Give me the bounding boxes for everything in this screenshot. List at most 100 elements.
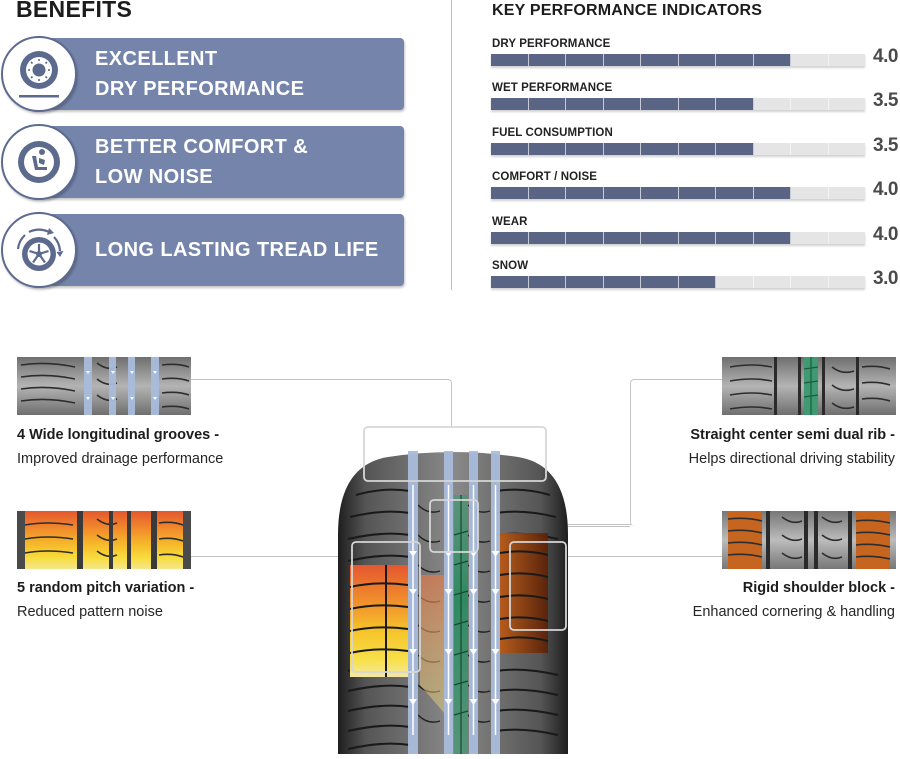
rotating-wheel-icon (16, 228, 64, 271)
kpi-segment-filled (528, 98, 566, 110)
benefit-panel (30, 214, 404, 286)
kpi-segment-filled (716, 98, 754, 110)
kpi-segment-filled (528, 276, 566, 288)
benefit-badge (1, 36, 77, 112)
kpi-segment-filled (566, 54, 604, 66)
kpi-heading: KEY PERFORMANCE INDICATORS (492, 2, 763, 19)
kpi-segment-empty (791, 54, 829, 66)
kpi-segment-filled (716, 54, 754, 66)
shoulder-highlight-box (509, 541, 567, 631)
benefit-label-line1: BETTER COMFORT & (95, 136, 309, 158)
grooves-highlight-box (363, 426, 547, 482)
kpi-segment-empty (828, 187, 865, 199)
kpi-label: WET PERFORMANCE (492, 82, 613, 94)
shoulder-feature-title: Rigid shoulder block - (742, 580, 895, 596)
kpi-segment-filled (566, 98, 604, 110)
kpi-segment-empty (791, 276, 829, 288)
rib-feature-title: Straight center semi dual rib - (690, 427, 895, 443)
kpi-segment-filled (491, 54, 529, 66)
kpi-row: FUEL CONSUMPTION 3.5 (491, 127, 900, 163)
tread-pitch-image (17, 511, 191, 569)
kpi-label: DRY PERFORMANCE (492, 38, 611, 50)
kpi-segment-empty (828, 54, 865, 66)
benefit-label-line2: DRY PERFORMANCE (95, 78, 305, 100)
kpi-segment-filled (678, 98, 716, 110)
pitch-feature-desc: Reduced pattern noise (17, 604, 163, 620)
kpi-segment-filled (678, 187, 716, 199)
kpi-segment-empty (753, 143, 791, 155)
kpi-segment-filled (753, 54, 791, 66)
kpi-segment-filled (678, 143, 716, 155)
kpi-segment-empty (791, 98, 829, 110)
kpi-segment-filled (528, 54, 566, 66)
kpi-rating-bar (491, 276, 865, 288)
benefit-tread-life: LONG LASTING TREAD LIFE (0, 212, 406, 288)
kpi-segment-filled (566, 232, 604, 244)
kpi-segment-filled (716, 232, 754, 244)
pitch-highlight-box (351, 541, 421, 673)
pitch-thumbnail (17, 511, 191, 569)
kpi-segment-empty (828, 276, 865, 288)
benefit-panel (30, 126, 404, 198)
rib-thumbnail (722, 357, 896, 415)
kpi-segment-empty (828, 143, 865, 155)
connector-line-pitch (190, 556, 354, 558)
benefit-label: BETTER COMFORT & LOW NOISE (95, 124, 308, 200)
kpi-label: COMFORT / NOISE (492, 171, 597, 183)
kpi-segment-filled (566, 143, 604, 155)
kpi-segment-empty (753, 276, 791, 288)
tread-grooves-image (17, 357, 191, 415)
kpi-segment-filled (491, 187, 529, 199)
kpi-segment-filled (603, 98, 641, 110)
rib-feature-desc: Helps directional driving stability (688, 451, 895, 467)
kpi-segment-filled (753, 232, 791, 244)
kpi-segment-filled (491, 143, 529, 155)
benefit-panel (30, 38, 404, 110)
kpi-rating-bar (491, 143, 865, 155)
grooves-feature-title: 4 Wide longitudinal grooves - (17, 427, 220, 443)
sun-tire-icon (19, 51, 59, 98)
kpi-segment-filled (528, 232, 566, 244)
kpi-segment-filled (566, 276, 604, 288)
connector-line-shoulder (566, 556, 724, 558)
kpi-row: DRY PERFORMANCE 4.0 (491, 38, 900, 74)
kpi-segment-filled (528, 187, 566, 199)
shoulder-feature-desc: Enhanced cornering & handling (692, 604, 895, 620)
kpi-score: 4.0 (873, 179, 898, 200)
benefit-dry-performance: EXCELLENT DRY PERFORMANCE (0, 36, 406, 112)
tire-image (338, 426, 568, 754)
benefit-badge (1, 212, 77, 288)
kpi-label: SNOW (492, 260, 529, 272)
pitch-feature-title: 5 random pitch variation - (17, 580, 195, 596)
benefits-heading: BENEFITS (16, 0, 133, 22)
benefit-comfort-noise: BETTER COMFORT & LOW NOISE (0, 124, 406, 200)
seat-tire-icon (18, 141, 60, 183)
section-divider (451, 0, 452, 290)
kpi-segment-filled (678, 276, 716, 288)
kpi-segment-empty (753, 98, 791, 110)
kpi-segment-filled (603, 54, 641, 66)
kpi-segment-filled (716, 187, 754, 199)
kpi-segment-filled (603, 143, 641, 155)
kpi-segment-filled (641, 98, 679, 110)
grooves-thumbnail (17, 357, 191, 415)
tread-shoulder-image (722, 511, 896, 569)
kpi-segment-filled (753, 187, 791, 199)
kpi-row: SNOW 3.0 (491, 260, 900, 296)
kpi-segment-filled (603, 232, 641, 244)
kpi-score: 4.0 (873, 46, 898, 67)
benefit-label-line1: EXCELLENT (95, 48, 218, 70)
kpi-label: WEAR (492, 216, 528, 228)
kpi-rating-bar (491, 98, 865, 110)
kpi-segment-empty (791, 232, 829, 244)
kpi-segment-filled (491, 98, 529, 110)
kpi-segment-empty (828, 98, 865, 110)
kpi-segment-empty (791, 143, 829, 155)
benefit-label: LONG LASTING TREAD LIFE (95, 212, 379, 288)
kpi-segment-empty (716, 276, 754, 288)
kpi-segment-filled (716, 143, 754, 155)
kpi-segment-empty (791, 187, 829, 199)
kpi-segment-filled (491, 276, 529, 288)
kpi-segment-filled (641, 276, 679, 288)
kpi-row: COMFORT / NOISE 4.0 (491, 171, 900, 207)
